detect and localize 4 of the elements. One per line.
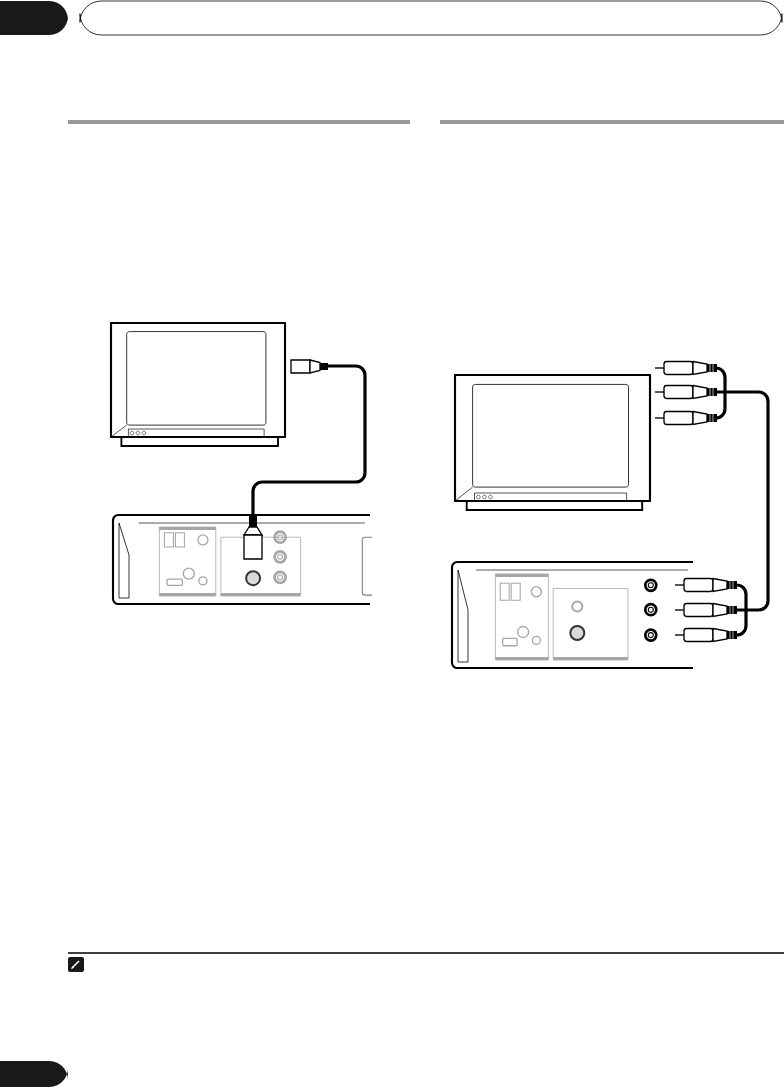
- tv-drawing: [109, 321, 287, 447]
- tv-drawing: [453, 373, 652, 511]
- recorder-drawing: [450, 560, 693, 670]
- recorder-drawing: [111, 513, 373, 606]
